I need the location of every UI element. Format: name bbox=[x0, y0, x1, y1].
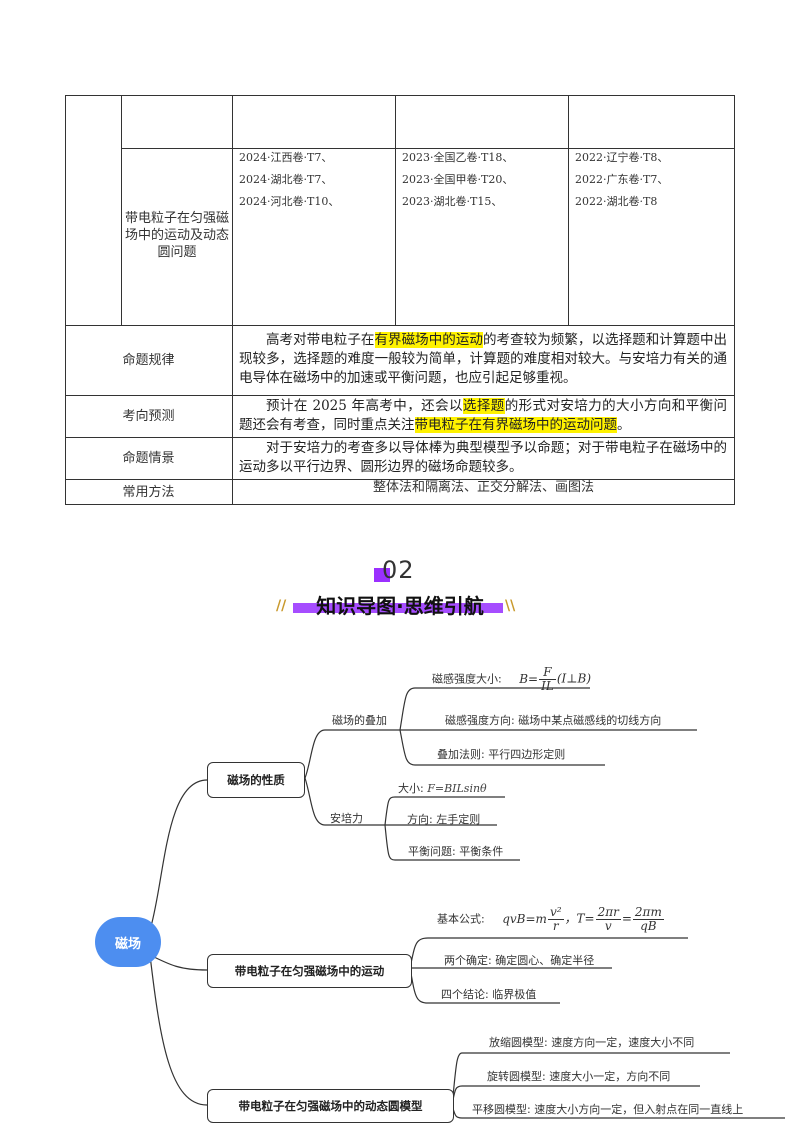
topic-cell: 带电粒子在匀强磁场中的运动及动态圆问题 bbox=[125, 210, 230, 260]
table-border-bottom bbox=[65, 504, 735, 505]
table-border-left bbox=[65, 95, 66, 505]
table-border-right bbox=[734, 95, 735, 505]
leaf-b-direction: 磁感强度方向: 磁场中某点磁感线的切线方向 bbox=[445, 714, 662, 727]
exam-item: 2024·江西卷·T7、 bbox=[239, 151, 333, 164]
table-border-top bbox=[65, 95, 735, 96]
section-title: 知识导图·思维引航 bbox=[316, 594, 484, 618]
leaf-force-magnitude: 大小: F=BILsinθ bbox=[398, 780, 487, 796]
connector bbox=[399, 729, 605, 766]
mindmap-root: 磁场 bbox=[95, 917, 161, 967]
table-divider bbox=[65, 395, 735, 396]
formula-part: (I⊥B) bbox=[556, 671, 592, 686]
row-label-guilv: 命题规律 bbox=[122, 353, 175, 368]
text-fragment: 。 bbox=[617, 417, 631, 433]
leaf-label: 基本公式: bbox=[437, 912, 485, 926]
text-fragment: 的考查较为频繁，以选择题和计算题中出现较多，选择题的难度一般较为简单，计算题的难… bbox=[239, 332, 728, 386]
leaf-force-equilibrium: 平衡问题: 平衡条件 bbox=[408, 845, 504, 858]
leaf-label: 大小: bbox=[398, 782, 424, 795]
table-divider bbox=[232, 95, 233, 505]
exam-item: 2023·全国甲卷·T20、 bbox=[402, 173, 514, 186]
fangfa-text: 整体法和隔离法、正交分解法、画图法 bbox=[372, 480, 594, 495]
branch-magnetic-properties: 磁场的性质 bbox=[207, 762, 305, 798]
guilv-text: 高考对带电粒子在有界磁场中的运动的考查较为频繁，以选择题和计算题中出现较多，选择… bbox=[239, 331, 727, 388]
leaf-two-determinations: 两个确定: 确定圆心、确定半径 bbox=[444, 954, 595, 967]
connector bbox=[399, 687, 590, 731]
denominator: r bbox=[547, 919, 564, 933]
formula-part: B= bbox=[519, 671, 539, 686]
formula-part: qvB=m bbox=[502, 911, 547, 926]
table-divider bbox=[121, 148, 735, 149]
yuce-text: 预计在 2025 年高考中，还会以选择题的形式对安培力的大小方向和平衡问题还会有… bbox=[239, 397, 727, 435]
title-deco-right: \\ bbox=[505, 598, 516, 614]
denominator: qB bbox=[632, 919, 664, 933]
title-accent-bar bbox=[293, 603, 503, 613]
text-fragment: 高考对带电粒子在 bbox=[266, 332, 375, 348]
numerator: v² bbox=[549, 905, 562, 919]
table-divider bbox=[65, 479, 735, 480]
row-label-fangfa: 常用方法 bbox=[122, 484, 175, 500]
connector bbox=[304, 729, 400, 779]
section-number: 02 bbox=[382, 556, 415, 584]
text-fragment: 的形式对安培力的大小方向和平衡问题还会有考查，同时重点关注 bbox=[239, 398, 728, 433]
qingjing-text: 对于安培力的考查多以导体棒为典型模型予以命题；对于带电粒子在磁场中的运动多以平行… bbox=[239, 440, 727, 475]
leaf-scaling-circle: 放缩圆模型: 速度方向一定，速度大小不同 bbox=[489, 1036, 695, 1049]
number-accent-bar bbox=[374, 568, 390, 582]
table-divider bbox=[65, 325, 735, 326]
connector bbox=[384, 824, 520, 861]
exam-item: 2023·全国乙卷·T18、 bbox=[402, 151, 514, 164]
mindmap-connectors bbox=[149, 687, 785, 1119]
table-divider bbox=[121, 95, 122, 325]
denominator: v bbox=[595, 919, 621, 933]
exam-item: 2022·辽宁卷·T8、 bbox=[575, 151, 669, 164]
numerator: 2πr bbox=[597, 905, 619, 919]
exam-item: 2024·河北卷·T10、 bbox=[239, 195, 340, 208]
exam-item: 2023·湖北卷·T15、 bbox=[402, 195, 503, 208]
connector bbox=[304, 777, 385, 826]
exam-analysis-table: 带电粒子在匀强磁场中的运动及动态圆问题 2024·江西卷·T7、 2024·湖北… bbox=[65, 95, 735, 505]
table-divider bbox=[568, 95, 569, 325]
connector bbox=[149, 954, 208, 1106]
sub-field-superposition: 磁场的叠加 bbox=[332, 714, 387, 727]
connector bbox=[149, 954, 208, 971]
title-deco-left: // bbox=[276, 598, 287, 614]
exam-list-2023: 2023·全国乙卷·T18、 2023·全国甲卷·T20、 2023·湖北卷·T… bbox=[402, 147, 513, 213]
table-divider bbox=[395, 95, 396, 325]
branch-dynamic-circle: 带电粒子在匀强磁场中的动态圆模型 bbox=[207, 1089, 454, 1123]
leaf-rotating-circle: 旋转圆模型: 速度大小一定，方向不同 bbox=[487, 1070, 671, 1083]
connector bbox=[149, 779, 208, 931]
highlighted-text: 有界磁场中的运动 bbox=[374, 332, 483, 348]
leaf-four-conclusions: 四个结论: 临界极值 bbox=[441, 988, 537, 1001]
leaf-translating-circle: 平移圆模型: 速度大小方向一定，但入射点在同一直线上 bbox=[472, 1103, 744, 1116]
row-label-yuce: 考向预测 bbox=[122, 409, 175, 424]
denominator: IL bbox=[539, 679, 556, 693]
leaf-superposition-rule: 叠加法则: 平行四边形定则 bbox=[437, 748, 566, 761]
leaf-force-direction: 方向: 左手定则 bbox=[407, 813, 481, 826]
exam-list-2022: 2022·辽宁卷·T8、 2022·广东卷·T7、 2022·湖北卷·T8 bbox=[575, 147, 668, 213]
numerator: 2πm bbox=[634, 905, 662, 919]
row-label-qingjing: 命题情景 bbox=[122, 451, 175, 466]
exam-item: 2022·广东卷·T7、 bbox=[575, 173, 669, 186]
numerator: F bbox=[543, 665, 552, 679]
branch-particle-motion: 带电粒子在匀强磁场中的运动 bbox=[207, 954, 412, 988]
connector bbox=[384, 796, 505, 826]
exam-item: 2024·湖北卷·T7、 bbox=[239, 173, 333, 186]
leaf-label: 磁感强度大小: bbox=[432, 672, 502, 686]
formula-part: = bbox=[621, 911, 632, 926]
highlighted-text: 带电粒子在有界磁场中的运动问题 bbox=[414, 417, 617, 433]
exam-list-2024: 2024·江西卷·T7、 2024·湖北卷·T7、 2024·河北卷·T10、 bbox=[239, 147, 339, 213]
text-fragment: 预计在 2025 年高考中，还会以 bbox=[266, 398, 463, 414]
table-divider bbox=[65, 437, 735, 438]
sub-ampere-force: 安培力 bbox=[330, 812, 363, 825]
formula: F=BILsinθ bbox=[427, 782, 487, 795]
formula-part: ，T= bbox=[564, 911, 595, 926]
exam-item: 2022·湖北卷·T8 bbox=[575, 195, 658, 208]
highlighted-text: 选择题 bbox=[462, 398, 505, 414]
